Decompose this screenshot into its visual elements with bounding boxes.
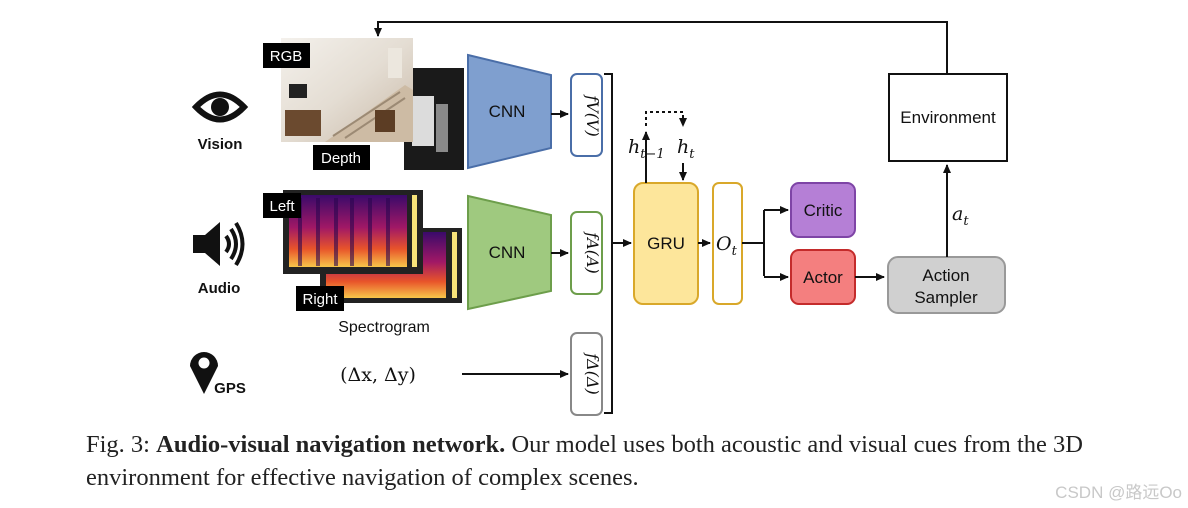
left-spectrogram bbox=[283, 190, 423, 274]
h-t-label: ht bbox=[677, 136, 695, 162]
caption-prefix: Fig. 3: bbox=[86, 431, 150, 458]
depth-image bbox=[404, 68, 464, 170]
action-sampler-label: Action bbox=[922, 266, 969, 285]
fv-box bbox=[570, 73, 603, 157]
gps-vector: (Δx, Δy) bbox=[340, 364, 416, 386]
depth-label-box bbox=[313, 145, 370, 170]
action-sampler-label-2: Sampler bbox=[914, 288, 978, 307]
caption-bold: Audio-visual navigation network. bbox=[156, 431, 506, 458]
audio-cnn bbox=[467, 194, 552, 311]
left-label: Left bbox=[269, 198, 295, 215]
audio-label: Audio bbox=[198, 280, 241, 297]
actor-label: Actor bbox=[803, 268, 843, 287]
rgb-image bbox=[281, 38, 413, 142]
environment-box bbox=[888, 73, 1008, 162]
arrow-environment-feedback bbox=[374, 21, 948, 74]
audio-cnn-label: CNN bbox=[489, 243, 526, 262]
concat-bracket bbox=[604, 73, 613, 414]
right-label-box bbox=[296, 286, 344, 311]
watermark: CSDN @路远Oo bbox=[1055, 483, 1182, 502]
branch-line bbox=[742, 210, 765, 276]
vision-cnn-label: CNN bbox=[489, 102, 526, 121]
right-label: Right bbox=[302, 291, 338, 308]
fa-box bbox=[570, 211, 603, 295]
fa-label: fA(A) bbox=[583, 231, 602, 274]
vision-label: Vision bbox=[198, 136, 243, 153]
eye-icon bbox=[191, 91, 249, 123]
gps-label: GPS bbox=[214, 380, 246, 397]
fd-box bbox=[570, 332, 603, 416]
caption-text: Our model uses both acoustic and visual … bbox=[86, 431, 1083, 491]
hidden-state-loop bbox=[645, 111, 687, 127]
critic-box bbox=[790, 182, 856, 238]
map-pin-icon bbox=[190, 352, 218, 394]
vision-cnn bbox=[467, 53, 552, 170]
spectrogram-label: Spectrogram bbox=[338, 319, 430, 336]
gru-label: GRU bbox=[647, 234, 685, 253]
rgb-label: RGB bbox=[270, 48, 303, 65]
rgb-label-box bbox=[263, 43, 310, 68]
fd-label: fΔ(Δ) bbox=[583, 352, 602, 395]
speaker-icon bbox=[193, 221, 245, 267]
critic-label: Critic bbox=[804, 201, 843, 220]
figure-caption: Fig. 3: Audio-visual navigation network.… bbox=[86, 428, 1146, 494]
depth-label: Depth bbox=[321, 150, 361, 167]
action-label: at bbox=[952, 203, 969, 229]
environment-label: Environment bbox=[900, 108, 996, 127]
left-label-box bbox=[263, 193, 301, 218]
fv-label: fV(V) bbox=[583, 94, 602, 137]
